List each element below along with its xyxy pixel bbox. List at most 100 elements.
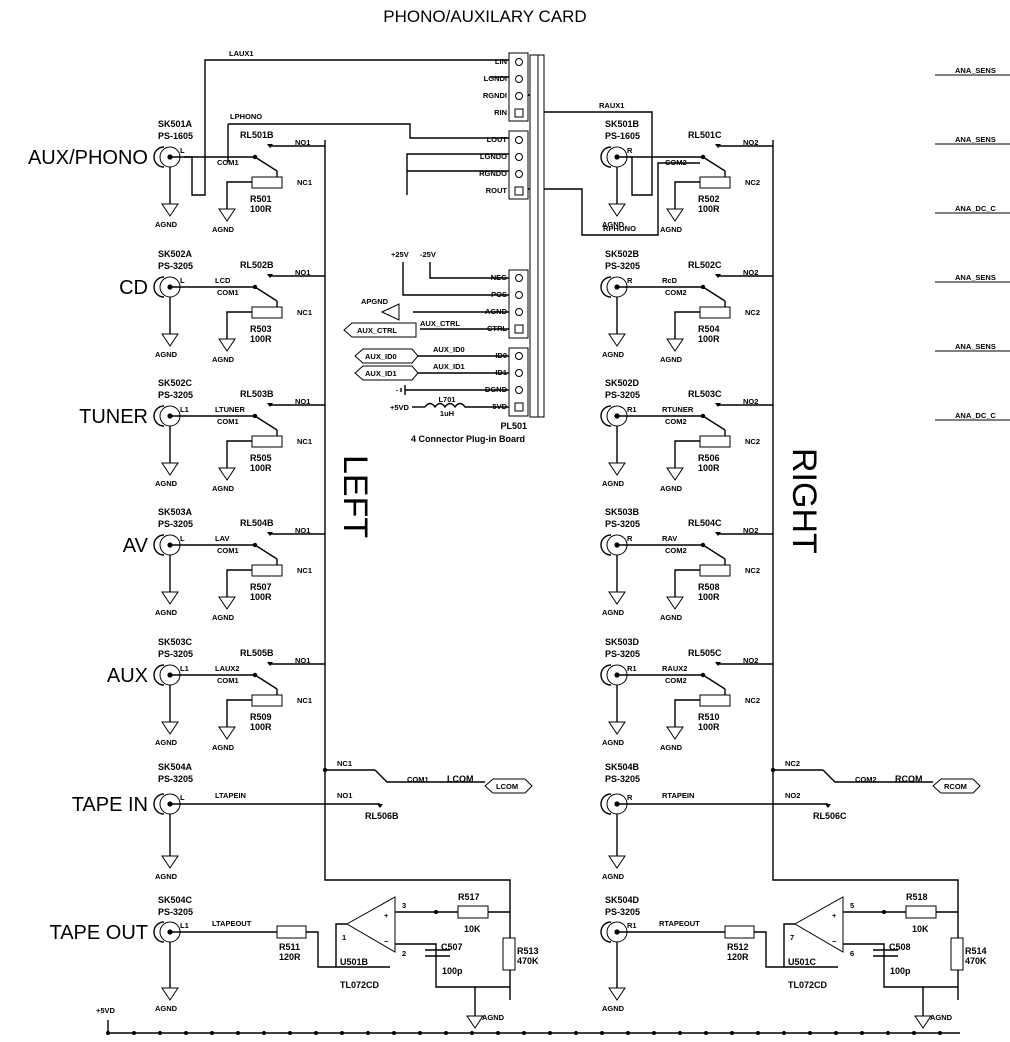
- resistor-body: [724, 925, 755, 939]
- feedback-ref: R518: [906, 892, 928, 902]
- agnd-symbol: AGND: [602, 976, 626, 1013]
- relay-nc: NC2: [745, 696, 760, 705]
- resistor-body: [699, 306, 731, 319]
- input-name: TUNER: [79, 406, 148, 428]
- net-label: LTUNER: [215, 405, 245, 414]
- left-tapeout-jack-pinlabel: L1: [180, 921, 189, 930]
- relay-no: NO2: [743, 656, 758, 665]
- rail-node: [366, 1031, 370, 1035]
- agnd-triangle: [666, 467, 684, 481]
- socket-ref: SK503C: [158, 637, 193, 647]
- connector-pin: [515, 308, 523, 316]
- relay-no: NO1: [295, 656, 310, 665]
- resistor-body: [699, 435, 731, 448]
- socket-ref: SK501A: [158, 119, 193, 129]
- socket-part: PS-3205: [158, 649, 193, 659]
- net-label: LCOM: [447, 774, 474, 784]
- left-tapein-jack-pinlabel: L: [180, 793, 185, 802]
- card-title: PHONO/AUXILARY CARD: [383, 7, 586, 26]
- resistor-body: [699, 564, 731, 577]
- agnd-label: AGND: [212, 743, 235, 752]
- net-label: LAV: [215, 534, 229, 543]
- connector-pin-label: RGNDI: [483, 91, 507, 100]
- agnd-triangle: [608, 855, 626, 869]
- agnd-symbol: AGND: [602, 844, 626, 881]
- resistor-value: 120R: [727, 952, 749, 962]
- socket-ref: SK504A: [158, 762, 193, 772]
- relay-com: COM1: [217, 676, 239, 685]
- input-name: TAPE IN: [72, 794, 148, 816]
- agnd-label: AGND: [602, 479, 625, 488]
- connector-pin-label: POS: [491, 290, 507, 299]
- agnd-symbol: AGND: [660, 327, 684, 364]
- connector-pin-label: ID0: [495, 351, 507, 360]
- socket-ref: SK502A: [158, 249, 193, 259]
- rail-node: [158, 1031, 162, 1035]
- agnd-symbol: AGND: [212, 197, 236, 234]
- agnd-triangle: [161, 987, 179, 1001]
- connector-pin-label: ID1: [495, 368, 507, 377]
- relay-com: COM2: [855, 775, 877, 784]
- cap-ref: C507: [441, 942, 463, 952]
- connector-pin: [514, 402, 524, 412]
- opamp-ic: TL072CD: [340, 980, 380, 990]
- net-label: RTAPEOUT: [659, 919, 700, 928]
- right-edge-nets: ANA_SENSANA_SENSANA_DC_CANA_SENSANA_SENS…: [935, 66, 1010, 421]
- net-apgnd: APGND: [361, 297, 389, 306]
- right-net-label: ANA_DC_C: [955, 411, 996, 420]
- socket-ref: SK503D: [605, 637, 640, 647]
- agnd-triangle: [161, 855, 179, 869]
- net-laux1: LAUX1: [229, 49, 254, 58]
- agnd-label: AGND: [602, 1004, 625, 1013]
- connector-pin-label: RIN: [494, 108, 507, 117]
- agnd-label: AGND: [155, 1004, 178, 1013]
- net-label: LTAPEIN: [215, 791, 246, 800]
- agnd-symbol: AGND: [660, 715, 684, 752]
- resistor-value: 100R: [698, 334, 720, 344]
- agnd-triangle: [666, 208, 684, 222]
- net-label: LCD: [215, 276, 231, 285]
- relay-com: COM2: [665, 676, 687, 685]
- agnd-triangle: [666, 596, 684, 610]
- load-ref: R514: [965, 946, 987, 956]
- agnd-triangle: [161, 333, 179, 347]
- connector-pin: [515, 136, 523, 144]
- connector-pin: [515, 291, 523, 299]
- socket-part: PS-3205: [158, 774, 193, 784]
- agnd-label: AGND: [602, 738, 625, 747]
- net-aux-id1-wire: AUX_ID1: [433, 362, 465, 371]
- relay-ref: RL503B: [240, 389, 274, 399]
- aux-ctrl-flag-label: AUX_CTRL: [357, 326, 397, 335]
- feedback-value: 10K: [912, 924, 929, 934]
- pin-out: 1: [342, 933, 346, 942]
- connector-pin-label: LIN: [495, 57, 507, 66]
- rail-node: [756, 1031, 760, 1035]
- aux-id0-flag: [354, 348, 419, 364]
- connector-pin-label: CTRL: [487, 324, 507, 333]
- net-aux-id0-wire: AUX_ID0: [433, 345, 465, 354]
- input-name: AUX: [107, 665, 148, 687]
- out-flag-label: RCOM: [944, 782, 967, 791]
- agnd-triangle: [666, 726, 684, 740]
- socket-ref: SK501B: [605, 119, 640, 129]
- rail-node: [574, 1031, 578, 1035]
- net-raux1: RAUX1: [599, 101, 624, 110]
- cap-ref: C508: [889, 942, 911, 952]
- resistor-body: [251, 694, 283, 707]
- net-p25: +25V: [391, 250, 409, 259]
- agnd-label: AGND: [155, 220, 178, 229]
- right-net-label: ANA_SENS: [955, 135, 996, 144]
- relay-ref: RL501B: [240, 130, 274, 140]
- net-plus5vd: +5VD: [390, 403, 410, 412]
- resistor-value: 120R: [279, 952, 301, 962]
- rail-node: [210, 1031, 214, 1035]
- agnd-triangle: [161, 203, 179, 217]
- aux-ctrl-flag: [343, 322, 417, 338]
- agnd-triangle: [218, 726, 236, 740]
- contact-arrow: [825, 804, 831, 808]
- relay-ref: RL506C: [813, 811, 847, 821]
- agnd-label: AGND: [602, 350, 625, 359]
- socket-part: PS-1605: [158, 131, 193, 141]
